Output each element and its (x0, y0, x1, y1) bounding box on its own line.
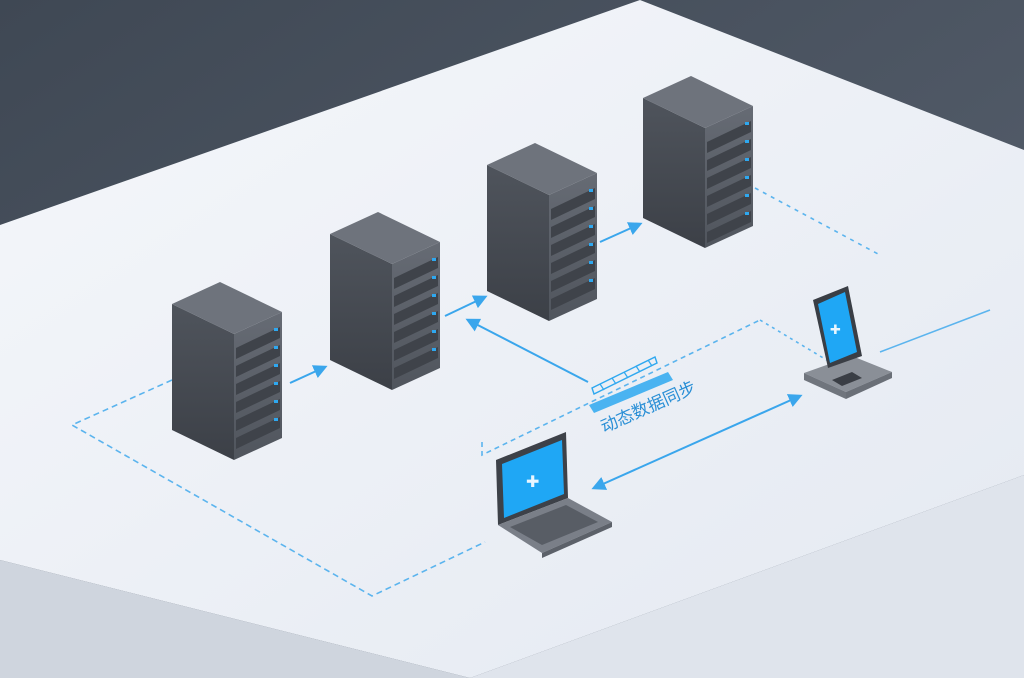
arrow-server-2-to-3 (444, 295, 488, 317)
network-boundary-line (70, 379, 486, 597)
phone-right-trace (879, 309, 991, 353)
server-1-drive-bays (236, 327, 280, 449)
server-3 (487, 143, 597, 321)
arrow-sync-to-server-2 (465, 318, 589, 383)
laptop-keyboard (510, 505, 598, 545)
phone: ✚ (804, 286, 892, 399)
connection-lines (70, 187, 991, 597)
arrow-server-3-to-4 (599, 222, 643, 243)
sync-bar (589, 356, 673, 413)
phone-screen (818, 292, 857, 363)
laptop: ✚ (496, 432, 612, 558)
server-1 (172, 282, 282, 460)
server-4 (643, 76, 753, 248)
laptop-screen (502, 440, 564, 518)
server-3-drive-bays (551, 188, 595, 310)
laptop-trace (481, 319, 761, 457)
server-2-drive-bays (394, 257, 438, 379)
arrow-laptop-phone-sync (591, 394, 803, 490)
arrow-server-1-to-2 (289, 365, 328, 384)
phone-screen-icon: ✚ (830, 323, 841, 338)
laptop-screen-icon: ✚ (526, 472, 539, 491)
server-4-drive-bays (707, 121, 751, 243)
server-2 (330, 212, 440, 390)
server-4-trace (754, 187, 881, 256)
